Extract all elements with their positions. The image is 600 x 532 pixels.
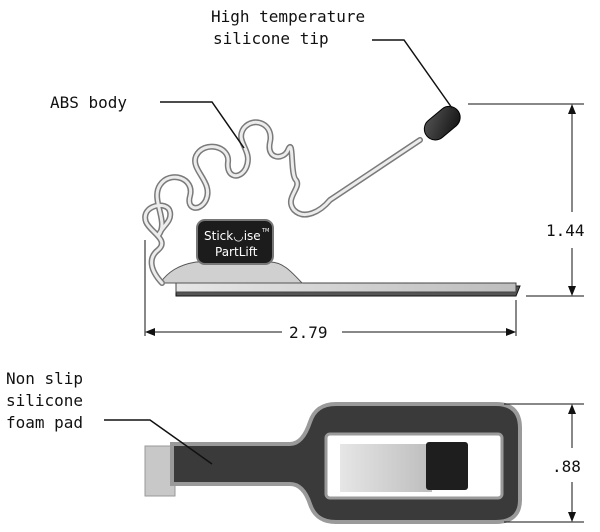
silicone-tip (423, 105, 461, 141)
width-dimension: 2.79 (144, 240, 517, 342)
pad-label-line-1: Non slip (6, 369, 83, 388)
logo-tm: TM (261, 228, 269, 234)
side-view: Stick◡ise TM PartLift High temperature s… (50, 7, 585, 342)
base-plate-top (175, 282, 517, 293)
bottom-view: Non slip silicone foam pad .88 (6, 369, 584, 524)
pad-slide-tip (426, 442, 468, 490)
tip-label-line-2: silicone tip (213, 29, 329, 48)
tip-label-line-1: High temperature (211, 7, 365, 26)
svg-text:Stick◡ise: Stick◡ise (204, 229, 261, 243)
tip-leader-line (372, 39, 453, 109)
logo-brand: Stick (204, 229, 233, 243)
pad-label-line-2: silicone (6, 391, 83, 410)
pad-label-line-3: foam pad (6, 413, 83, 432)
width-value: 2.79 (289, 323, 328, 342)
logo-badge: Stick◡ise TM PartLift (196, 219, 274, 265)
abs-body-spring (142, 119, 423, 286)
tip-label: High temperature silicone tip (211, 7, 375, 48)
bottom-height-dimension: .88 (504, 403, 584, 523)
body-label: ABS body (50, 93, 127, 112)
pad-label: Non slip silicone foam pad (6, 369, 93, 432)
pad-leader-line (104, 419, 213, 465)
pad-slide (340, 444, 432, 492)
body-leader-line (160, 101, 245, 149)
height-value: 1.44 (546, 221, 585, 240)
abs-body-spring-inner (143, 120, 422, 285)
height-dimension: 1.44 (468, 103, 585, 297)
logo-product: PartLift (215, 245, 258, 259)
bottom-height-value: .88 (552, 457, 581, 476)
logo-brand-tail: ise (244, 229, 261, 243)
body-ramp (159, 261, 304, 284)
